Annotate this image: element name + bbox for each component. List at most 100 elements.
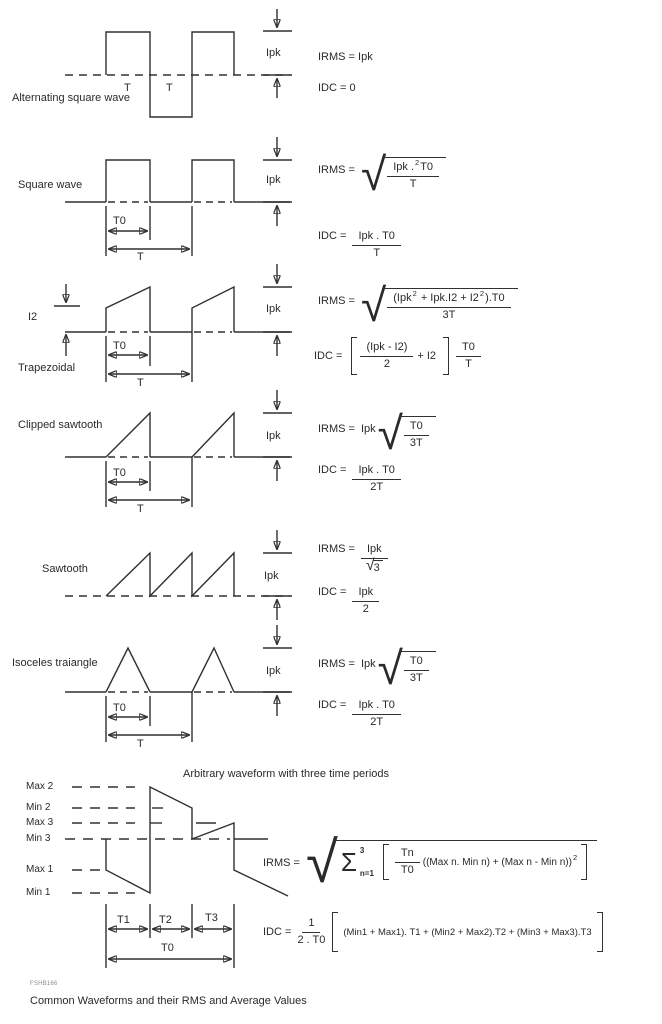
left-bracket: [351, 337, 358, 375]
exponent: 2: [572, 852, 578, 862]
irms-formula-trapezoidal: IRMS = √ (Ipk2 + Ipk.I2 + I22).T0 3T: [318, 279, 518, 331]
irms-body: ((Max n. Min n) + (Max n - Min n)): [422, 856, 572, 868]
sqrt: √ T0 3T: [377, 407, 436, 459]
idc-lhs: IDC =: [318, 586, 347, 598]
radical-sign: √: [365, 556, 375, 574]
irms-formula-square: IRMS = √ Ipk .2T0 T: [318, 148, 447, 200]
t-label-right: T: [166, 82, 173, 94]
idc-frac2-num: T0: [456, 341, 481, 357]
radical-sign: √: [360, 279, 387, 331]
section-label-trapezoidal: Trapezoidal: [18, 362, 76, 374]
arbitrary-waveform: [105, 785, 289, 897]
t-label-left: T: [124, 82, 131, 94]
irms-lhs: IRMS =: [263, 857, 300, 869]
idc-formula-square: IDC = Ipk . T0 T: [318, 230, 401, 261]
irms-formula-clipped-sawtooth: IRMS = Ipk √ T0 3T: [318, 407, 436, 459]
idc-frac2-den: T: [465, 357, 472, 370]
exponent: 2: [479, 289, 485, 298]
radical-sign: √: [377, 407, 403, 459]
irms-lhs: IRMS =: [318, 543, 355, 555]
section-label-square: Square wave: [18, 179, 83, 191]
arbitrary-level-lines: [65, 786, 268, 894]
idc-formula-alt-square: IDC = 0: [318, 82, 356, 94]
idc-lhs: IDC =: [318, 230, 347, 242]
left-bracket: [382, 844, 389, 881]
ipk-label: Ipk: [266, 430, 281, 442]
idc-formula-triangle: IDC = Ipk . T0 2T: [318, 699, 401, 730]
sum-upper-limit: 3: [359, 846, 365, 856]
irms-num-c: ).T0: [485, 292, 505, 304]
sqrt: √ Ipk .2T0 T: [360, 148, 447, 200]
idc-lhs: IDC =: [314, 350, 343, 362]
sigma-sign: Σ: [340, 847, 357, 878]
section-label-triangle: Isoceles traiangle: [12, 657, 98, 669]
clipped-sawtooth-dimensions: [105, 457, 193, 507]
level-label-max2: Max 2: [26, 781, 54, 792]
idc-denominator: T: [373, 246, 381, 259]
radical-sign: √: [377, 642, 403, 694]
trapezoid-waveform: [65, 285, 290, 333]
figure-caption: Common Waveforms and their RMS and Avera…: [30, 995, 307, 1007]
right-bracket: [581, 844, 588, 881]
irms-lhs: IRMS =: [318, 658, 355, 670]
irms-denominator: 3T: [409, 671, 423, 684]
level-label-min1: Min 1: [26, 887, 51, 898]
t3-label: T3: [205, 912, 218, 924]
irms-numerator-b: T0: [420, 161, 434, 173]
idc-numerator: Ipk . T0: [352, 699, 401, 715]
irms-formula-arbitrary: IRMS = √ Σ 3 n=1 Tn T0 ((Max n. Min n) +…: [263, 830, 598, 896]
arbitrary-waveform-title: Arbitrary waveform with three time perio…: [183, 768, 390, 780]
idc-frac1-num: (Ipk - I2): [360, 341, 414, 357]
radical-sign: √: [305, 830, 338, 896]
exponent: 2: [412, 289, 417, 298]
right-bracket: [443, 337, 450, 375]
irms-denominator: T: [409, 177, 417, 190]
ipk-label: Ipk: [266, 303, 281, 315]
triangle-waveform: [65, 646, 290, 693]
small-sqrt: √ 3: [365, 556, 383, 576]
t1-label: T1: [117, 914, 130, 926]
idc-denominator: 2T: [370, 480, 384, 493]
summation: Σ 3 n=1: [341, 846, 374, 878]
sqrt: √ T0 3T: [377, 642, 436, 694]
t0-label: T0: [161, 942, 174, 954]
irms-formula-triangle: IRMS = Ipk √ T0 3T: [318, 642, 436, 694]
idc-body: (Min1 + Max1). T1 + (Min2 + Max2).T2 + (…: [343, 926, 592, 938]
alt-square-waveform: [65, 31, 290, 118]
level-label-min2: Min 2: [26, 802, 51, 813]
t-label: T: [137, 738, 144, 750]
right-bracket: [596, 912, 603, 952]
idc-numerator: Ipk: [352, 586, 380, 602]
frac-num: Tn: [394, 847, 420, 863]
irms-denominator: 3: [372, 559, 383, 576]
irms-numerator: T0: [403, 420, 429, 436]
idc-frac1-den: 2: [383, 357, 390, 370]
section-label-alt-square: Alternating square wave: [12, 92, 131, 104]
idc-mid-term: + I2: [417, 350, 437, 362]
idc-formula-clipped-sawtooth: IDC = Ipk . T0 2T: [318, 464, 401, 495]
t2-label: T2: [159, 914, 172, 926]
idc-numerator: Ipk . T0: [352, 230, 401, 246]
sqrt: √ Σ 3 n=1 Tn T0 ((Max n. Min n) + (Max n…: [305, 830, 598, 896]
exponent: 2: [415, 158, 420, 167]
sqrt: √ (Ipk2 + Ipk.I2 + I22).T0 3T: [360, 279, 518, 331]
square-ipk-indicator: [263, 137, 292, 226]
clipped-sawtooth-waveform: [65, 411, 290, 458]
radical-sign: √: [360, 148, 387, 200]
irms-num-a: (Ipk: [393, 292, 412, 304]
irms-numerator: T0: [403, 655, 429, 671]
irms-lhs: IRMS =: [318, 164, 355, 176]
idc-numerator: Ipk . T0: [352, 464, 401, 480]
t-label: T: [137, 503, 144, 515]
left-bracket: [332, 912, 339, 952]
irms-lhs: IRMS =: [318, 295, 355, 307]
i2-label: I2: [28, 311, 38, 323]
section-label-sawtooth: Sawtooth: [42, 563, 88, 575]
trapezoid-dimensions: [105, 332, 193, 382]
idc-denominator: 2: [362, 602, 369, 615]
square-dimensions: [105, 206, 193, 256]
frac-den: T0: [400, 863, 414, 876]
idc-formula-sawtooth: IDC = Ipk 2: [318, 586, 380, 617]
triangle-dimensions: [105, 692, 193, 742]
